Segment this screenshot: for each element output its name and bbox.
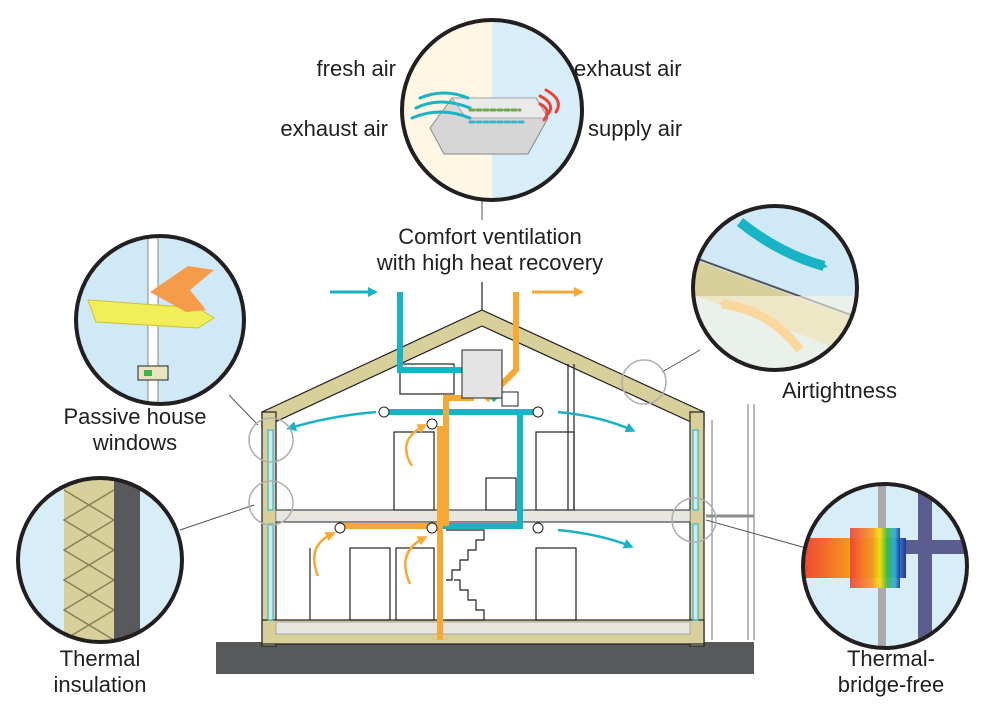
window-left-lower bbox=[267, 523, 274, 621]
middle-floor-slab bbox=[275, 509, 691, 523]
room-airflow bbox=[286, 410, 636, 585]
ground-floor-slab bbox=[275, 621, 691, 635]
label-exhaust-air-in: exhaust air bbox=[280, 116, 388, 141]
air-vents bbox=[334, 406, 544, 534]
insulation-detail bbox=[18, 478, 182, 642]
ground-slab bbox=[216, 642, 754, 674]
window-right-lower bbox=[692, 523, 699, 621]
label-fresh-air: fresh air bbox=[316, 56, 396, 81]
thermal-bridge-detail bbox=[803, 484, 967, 648]
label-supply-air: supply air bbox=[588, 116, 683, 141]
label-thermal-insulation: Thermal insulation bbox=[53, 646, 147, 697]
windows-detail bbox=[76, 236, 244, 404]
window-left-upper bbox=[267, 429, 274, 511]
label-airtightness: Airtightness bbox=[782, 378, 897, 403]
callout-lines bbox=[179, 200, 807, 549]
detail-markers bbox=[248, 359, 717, 543]
label-passive-house-windows: Passive house windows bbox=[63, 404, 207, 455]
label-comfort-ventilation: Comfort ventilation with high heat recov… bbox=[376, 224, 604, 275]
label-thermal-bridge-free: Thermal- bridge-free bbox=[837, 646, 945, 697]
label-exhaust-air-out: exhaust air bbox=[574, 56, 682, 81]
window-right-upper bbox=[692, 429, 699, 511]
heat-recovery-unit bbox=[461, 349, 503, 399]
interior-lines bbox=[309, 282, 755, 640]
